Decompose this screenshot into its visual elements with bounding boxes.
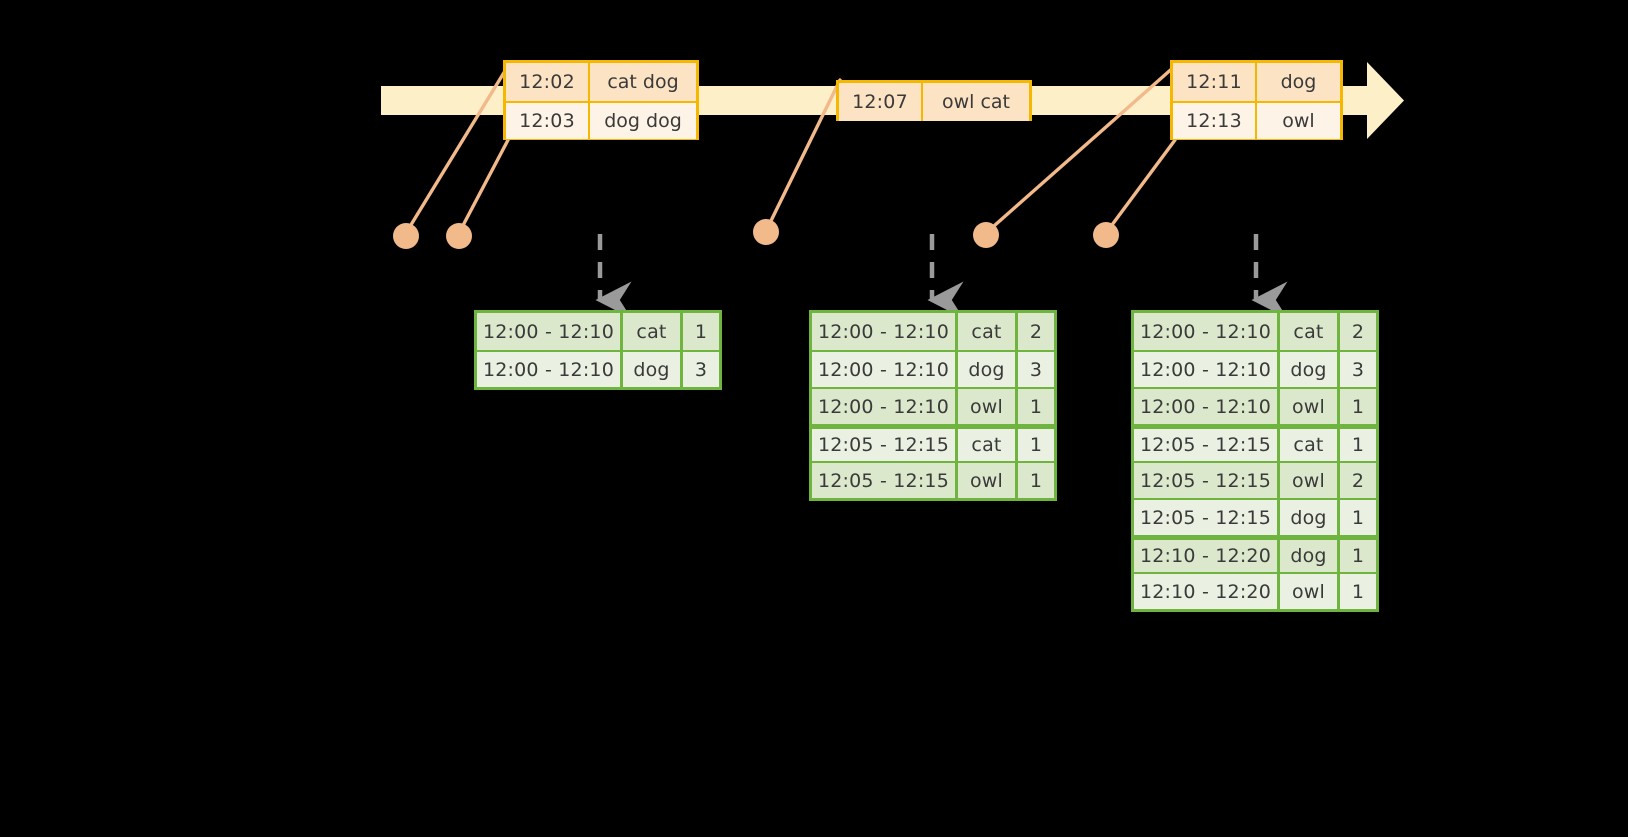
event-row[interactable]: 12:13 owl bbox=[1173, 101, 1340, 139]
cell-key: dog bbox=[958, 352, 1018, 387]
cell-count: 1 bbox=[1029, 434, 1043, 456]
cell-count: 1 bbox=[1351, 580, 1365, 603]
cell-count: 1 bbox=[1351, 545, 1365, 567]
cell-key: dog bbox=[1280, 352, 1340, 387]
cell-window: 12:00 - 12:10 bbox=[812, 352, 958, 387]
cell-key: owl bbox=[958, 463, 1018, 498]
cell-key: cat bbox=[623, 313, 683, 350]
event-dots bbox=[393, 219, 1119, 249]
cell-count: 2 bbox=[1029, 320, 1043, 343]
snapshot-arrows bbox=[595, 234, 1288, 319]
cell-window: 12:05 - 12:15 bbox=[1134, 500, 1280, 535]
dot-2 bbox=[446, 223, 472, 249]
cell-count: 1 bbox=[1029, 395, 1043, 418]
cell-key: owl bbox=[1280, 574, 1340, 609]
event-words: dog bbox=[1280, 71, 1317, 93]
cell-count: 3 bbox=[694, 358, 708, 381]
cell-count: 3 bbox=[1351, 358, 1365, 381]
cell-window: 12:00 - 12:10 bbox=[477, 313, 623, 350]
cell-key: owl bbox=[958, 389, 1018, 424]
event-row[interactable]: 12:02 cat dog bbox=[506, 63, 696, 101]
cell-count: 1 bbox=[1351, 395, 1365, 418]
cell-key: dog bbox=[623, 352, 683, 387]
event-time: 12:11 bbox=[1173, 63, 1257, 101]
cell-window: 12:00 - 12:10 bbox=[477, 352, 623, 387]
cell-key: owl bbox=[1280, 389, 1340, 424]
cell-key: cat bbox=[1280, 429, 1340, 461]
connector-1203 bbox=[457, 138, 510, 235]
dot-3 bbox=[753, 219, 779, 245]
cell-count: 2 bbox=[1351, 320, 1365, 343]
cell-window: 12:00 - 12:10 bbox=[1134, 352, 1280, 387]
cell-count: 1 bbox=[1029, 469, 1043, 492]
cell-window: 12:00 - 12:10 bbox=[812, 313, 958, 350]
connector-1202 bbox=[404, 64, 510, 235]
cell-key: cat bbox=[958, 313, 1018, 350]
connector-1213 bbox=[1104, 138, 1177, 235]
cell-window: 12:05 - 12:15 bbox=[812, 463, 958, 498]
event-time: 12:07 bbox=[839, 83, 923, 121]
cell-count: 1 bbox=[1351, 434, 1365, 456]
cell-window: 12:10 - 12:20 bbox=[1134, 574, 1280, 609]
cell-count: 1 bbox=[1351, 506, 1365, 529]
event-time: 12:03 bbox=[506, 103, 590, 139]
cell-window: 12:05 - 12:15 bbox=[1134, 463, 1280, 498]
cell-key: owl bbox=[1280, 463, 1340, 498]
cell-count: 2 bbox=[1351, 469, 1365, 492]
cell-count: 3 bbox=[1029, 358, 1043, 381]
cell-key: cat bbox=[958, 429, 1018, 461]
event-row[interactable]: 12:11 dog bbox=[1173, 63, 1340, 101]
cell-key: dog bbox=[1280, 540, 1340, 572]
cell-count: 1 bbox=[694, 320, 708, 343]
event-group-1[interactable]: 12:02 cat dog 12:03 dog dog bbox=[503, 60, 699, 140]
cell-key: dog bbox=[1280, 500, 1340, 535]
cell-window: 12:00 - 12:10 bbox=[812, 389, 958, 424]
dot-1 bbox=[393, 223, 419, 249]
cell-window: 12:05 - 12:15 bbox=[812, 429, 958, 461]
connector-1207 bbox=[764, 78, 842, 233]
event-words: dog dog bbox=[604, 110, 682, 132]
cell-key: cat bbox=[1280, 313, 1340, 350]
cell-window: 12:00 - 12:10 bbox=[1134, 313, 1280, 350]
event-time: 12:02 bbox=[506, 63, 590, 101]
cell-window: 12:00 - 12:10 bbox=[1134, 389, 1280, 424]
event-words: cat dog bbox=[607, 71, 679, 93]
event-row[interactable]: 12:03 dog dog bbox=[506, 101, 696, 139]
event-words: owl bbox=[1282, 110, 1315, 132]
event-words: owl cat bbox=[941, 91, 1011, 113]
event-time: 12:13 bbox=[1173, 103, 1257, 139]
event-row[interactable]: 12:07 owl cat bbox=[839, 83, 1029, 121]
event-group-2[interactable]: 12:07 owl cat bbox=[836, 80, 1032, 121]
cell-window: 12:10 - 12:20 bbox=[1134, 540, 1280, 572]
dot-4 bbox=[973, 222, 999, 248]
cell-window: 12:05 - 12:15 bbox=[1134, 429, 1280, 461]
event-group-3[interactable]: 12:11 dog 12:13 owl bbox=[1170, 60, 1343, 140]
dot-5 bbox=[1093, 222, 1119, 248]
